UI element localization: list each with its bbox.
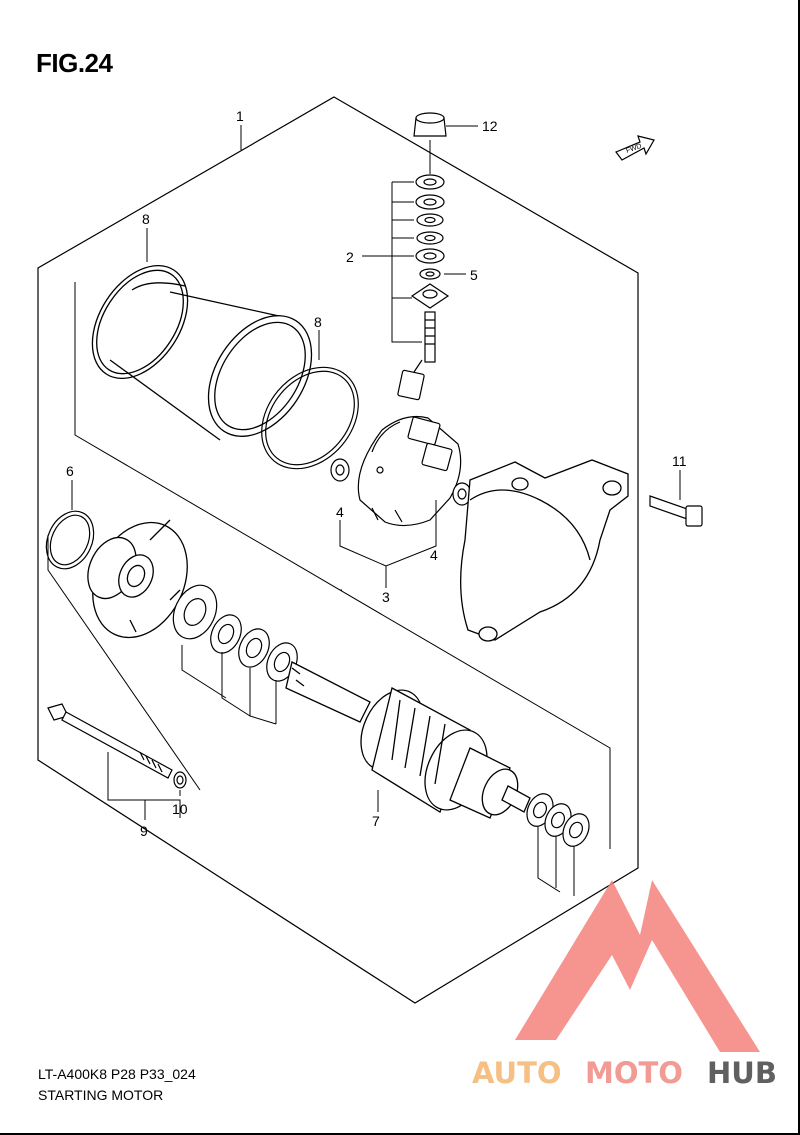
yoke-group-outline: [74, 282, 611, 849]
watermark-moto: MOTO: [585, 1056, 683, 1090]
washer-leaders-front: [181, 645, 277, 725]
armature-washers: [526, 793, 590, 847]
armature: [285, 661, 531, 819]
yoke-housing: [91, 264, 313, 441]
callout-10: 10: [172, 801, 188, 817]
fwd-arrow-icon: FWD: [615, 135, 655, 161]
leader-lines: [71, 125, 681, 820]
thrust-washers: [210, 614, 298, 682]
callout-8a: 8: [142, 211, 150, 227]
callout-3: 3: [382, 589, 390, 605]
watermark-hub: HUB: [707, 1056, 777, 1090]
callout-11: 11: [672, 453, 687, 469]
callout-2: 2: [346, 249, 354, 265]
o-ring-front: [261, 366, 359, 470]
callout-7: 7: [372, 813, 380, 829]
figure-title: FIG.24: [36, 48, 113, 78]
footer-section-name: STARTING MOTOR: [38, 1087, 164, 1103]
insulator-left: [330, 458, 350, 482]
through-bolt: [47, 703, 187, 789]
end-cover: [460, 459, 629, 642]
washer-leaders-rear: [537, 826, 575, 896]
callout-6: 6: [66, 463, 74, 479]
watermark-text: AUTO MOTO HUB: [472, 1056, 777, 1090]
terminal-stack: [410, 112, 450, 363]
o-ring-6: [45, 510, 95, 570]
callout-4b: 4: [430, 547, 438, 563]
callout-5: 5: [470, 267, 478, 283]
footer-model-code: LT-A400K8 P28 P33_024: [38, 1066, 196, 1082]
cover-bolt: [649, 495, 703, 527]
assembly-outline: [37, 96, 639, 1004]
watermark-logo-icon: [515, 880, 760, 1052]
callout-12: 12: [482, 118, 498, 134]
watermark-auto: AUTO: [472, 1056, 562, 1090]
endcap-group-outline: [47, 535, 201, 791]
carbon-brush: [397, 359, 425, 401]
lock-washer: [172, 584, 218, 640]
callout-4a: 4: [336, 504, 344, 520]
callout-8b: 8: [314, 314, 322, 330]
callout-9: 9: [140, 823, 148, 839]
brush-holder-plate: [357, 415, 462, 527]
front-end-cap: [87, 519, 188, 639]
callout-1: 1: [236, 108, 244, 124]
